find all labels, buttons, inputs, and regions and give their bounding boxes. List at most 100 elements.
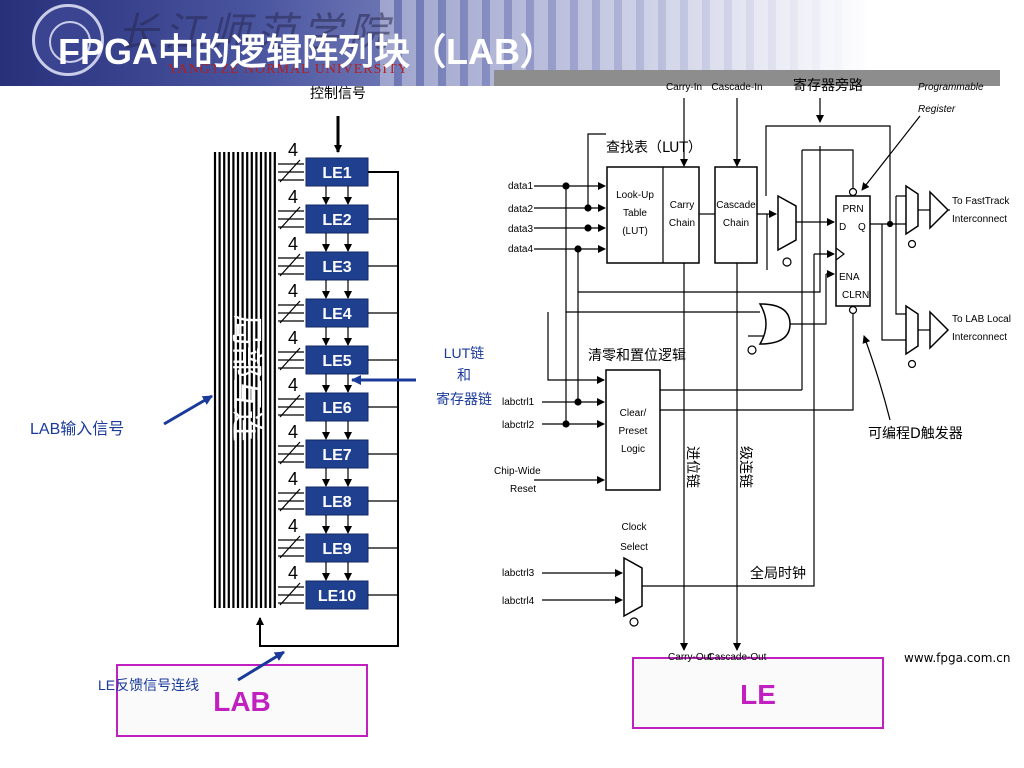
cascade-chain-box	[714, 166, 758, 264]
labctrl2-label: labctrl2	[502, 420, 535, 431]
labctrl3-label: labctrl3	[502, 568, 535, 579]
le-block-label: LE7	[322, 447, 351, 464]
local-mux-bubble	[907, 359, 917, 369]
university-calligraphy: 长江师范学院	[118, 10, 394, 56]
prn-line	[802, 149, 854, 188]
bypass-line	[765, 125, 891, 224]
reg-clrn: CLRN	[842, 290, 869, 301]
feedback-label-arrow	[237, 650, 285, 682]
clrn-bubble	[848, 305, 858, 315]
fasttrack-mux-bubble	[907, 239, 917, 249]
le-block-rect	[305, 298, 369, 328]
le-block-rect	[305, 204, 369, 234]
clock-select-2: Select	[620, 542, 648, 553]
fasttrack-mux	[905, 184, 919, 236]
lut-box-text-3: (LUT)	[622, 226, 648, 237]
clear-preset-label: 清零和置位逻辑	[588, 348, 686, 364]
or-gate	[758, 303, 791, 345]
le-block-label: LE3	[322, 259, 351, 276]
bus-width-label: 4	[288, 422, 298, 442]
le-block-stack: 4LE14LE24LE34LE44LE54LE64LE74LE84LE94LE1…	[278, 140, 398, 610]
reg-prn: PRN	[842, 204, 863, 215]
le-block-label: LE1	[322, 165, 351, 182]
lut-box	[606, 166, 700, 264]
le-block-rect	[305, 580, 369, 610]
reg-clock-mark	[835, 247, 845, 261]
local-interconnect-label: 局部互连	[228, 314, 266, 442]
bus-width-label: 4	[288, 281, 298, 301]
clear-box-text-1: Clear/	[620, 408, 647, 419]
bus-slash	[279, 206, 301, 230]
output-mux	[777, 194, 797, 252]
data4-label: data4	[508, 244, 533, 255]
mux-select-bubble	[782, 257, 792, 267]
carry-chain-text-2: Chain	[669, 218, 695, 229]
page-title: FPGA中的逻辑阵列块（LAB）	[58, 31, 556, 72]
labctrl1-label: labctrl1	[502, 397, 535, 408]
global-clock-label: 全局时钟	[750, 565, 806, 582]
le-diagram: Carry-In Cascade-In 寄存器旁路 Programmable R…	[494, 77, 1011, 665]
lab-input-arrow	[163, 394, 213, 426]
lab-box-label: LAB	[213, 686, 271, 717]
cascade-in-label: Cascade-In	[711, 82, 762, 93]
lab-box: LAB	[116, 664, 368, 737]
data3-dot	[584, 224, 592, 232]
clear-preset-box	[605, 369, 661, 491]
programmable-dff-label: 可编程D触发器	[868, 426, 963, 442]
le-block-rect	[305, 486, 369, 516]
clock-select-out	[642, 582, 815, 587]
bus-width-label: 4	[288, 516, 298, 536]
bus-width-label: 4	[288, 563, 298, 583]
prn-bubble	[848, 187, 858, 197]
data-to-clear	[547, 312, 605, 384]
website-label: www.fpga.com.cn	[904, 651, 1010, 665]
le-block-label: LE8	[322, 494, 351, 511]
clrn-line	[660, 314, 854, 411]
fasttrack-buffer	[929, 190, 950, 230]
le-block-label: LE4	[322, 306, 351, 323]
carry-chain-text-1: Carry	[670, 200, 694, 211]
register-bypass-label: 寄存器旁路	[793, 77, 863, 94]
header-banner: 长江师范学院 YANGTZE NORMAL UNIVERSITY FPGA中的逻…	[0, 0, 1024, 86]
university-seal	[32, 4, 104, 76]
bus-width-label: 4	[288, 234, 298, 254]
le-block-label: LE5	[322, 353, 351, 370]
clear-box-text-3: Logic	[621, 444, 645, 455]
clock-select-1: Clock	[621, 522, 647, 533]
chip-wide-1: Chip-Wide	[494, 466, 541, 477]
lut-box-text-1: Look-Up	[616, 190, 654, 201]
header-gray-band	[494, 70, 1000, 86]
labctrl4-label: labctrl4	[502, 596, 535, 607]
carry-out-label: Carry-Out	[668, 652, 712, 663]
le-block-label: LE9	[322, 541, 351, 558]
reg-ena: ENA	[839, 272, 860, 283]
lut-label: 查找表（LUT）	[606, 140, 702, 156]
to-fasttrack-2: Interconnect	[952, 214, 1007, 225]
bus-slash	[279, 535, 301, 559]
data2-label: data2	[508, 204, 533, 215]
chip-wide-2: Reset	[510, 484, 536, 495]
or-output	[790, 292, 827, 325]
reg-q: Q	[858, 222, 866, 233]
cascade-out-label: Cascade-Out	[708, 652, 767, 663]
q-junction	[886, 220, 894, 228]
cascade-chain-text-2: Chain	[723, 218, 749, 229]
bus-slash	[279, 488, 301, 512]
lab-diagram: 控制信号 局部互连 4LE14LE24LE34LE44LE54LE64LE74L…	[30, 86, 492, 693]
le-block-label: LE10	[318, 588, 356, 605]
clear-box-text-2: Preset	[619, 426, 648, 437]
bus-width-label: 4	[288, 187, 298, 207]
lab-input-label: LAB输入信号	[30, 420, 124, 438]
bus-slash	[279, 441, 301, 465]
data4-branch	[577, 146, 821, 293]
le-block-rect	[305, 392, 369, 422]
reg-d: D	[839, 222, 846, 233]
chain-label-line3: 寄存器链	[436, 391, 492, 407]
bus-slash	[279, 253, 301, 277]
